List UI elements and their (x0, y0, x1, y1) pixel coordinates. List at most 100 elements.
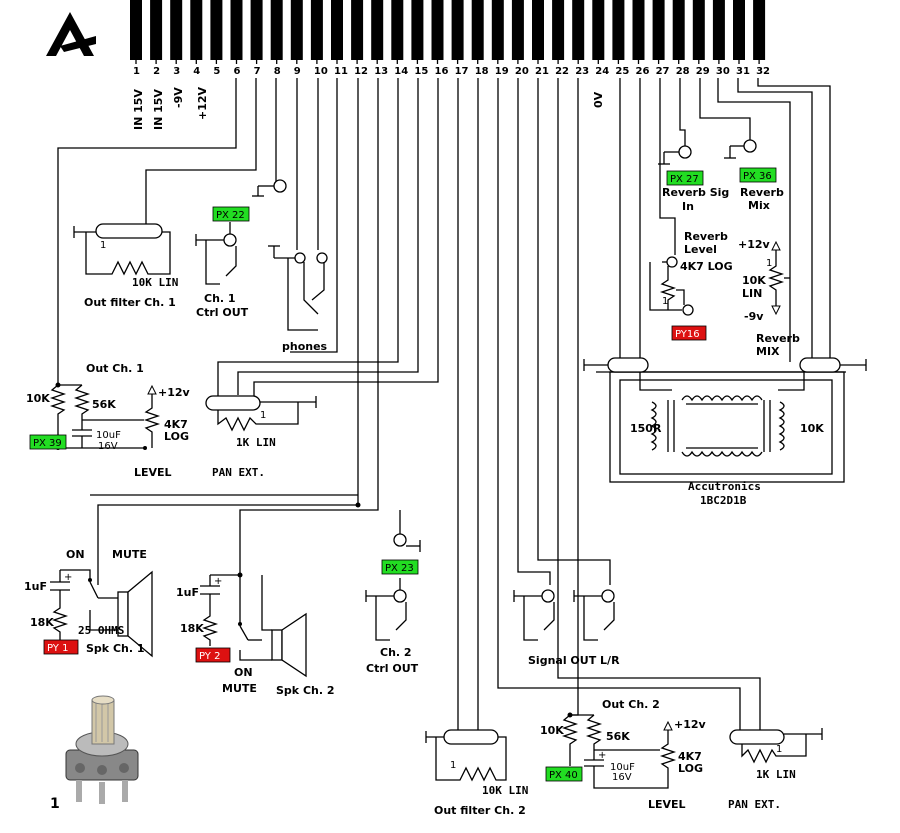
ch2-ctrl-out: Ch. 2 Ctrl OUT (365, 510, 421, 675)
tag-py1: PY 1 (43, 639, 79, 655)
out-ch1-label: Out Ch. 1 (86, 362, 144, 375)
speaker-ch2: + 1uF 18K ON MUTE Spk Ch. 2 (176, 574, 335, 697)
ch1-ctrl-out: Ch. 1 Ctrl OUT (195, 179, 287, 319)
connector-pin-14 (391, 0, 404, 60)
ch2-label: Ch. 2 (380, 646, 412, 659)
pin-number: 25 (615, 66, 629, 77)
pin-number: 5 (213, 66, 220, 77)
cap-10uf-2: 10uF (610, 762, 635, 773)
out-filter-ch2-label: Out filter Ch. 2 (434, 804, 526, 817)
on-2: ON (234, 666, 253, 679)
connector-pin-31 (733, 0, 745, 60)
pin-number: 9 (294, 66, 301, 77)
pin4-label: +12V (196, 86, 209, 120)
connector-pin-30 (712, 0, 725, 60)
lin-rm: LIN (742, 287, 762, 300)
pin-number: 3 (173, 66, 180, 77)
pan-ext-1: PAN EXT. (212, 466, 265, 479)
connector-pin-7 (250, 0, 263, 60)
pin-number: 18 (475, 66, 489, 77)
p12v-1: +12v (158, 386, 191, 399)
connector-pin-2 (150, 0, 163, 60)
connector-pin-17 (451, 0, 464, 60)
phones-jack[interactable]: phones (268, 245, 328, 353)
out-ch2-label: Out Ch. 2 (602, 698, 660, 711)
p12v-2: +12v (674, 718, 707, 731)
tag-label: PX 22 (216, 210, 245, 221)
pin-one-rm: 1 (766, 258, 772, 269)
reverb-level-label: Reverb (684, 230, 728, 243)
out-ch1-section: Out Ch. 1 10K 56K 10uF 16V +12v 4K7 LOG … (26, 362, 317, 479)
tag-label: PY 1 (47, 643, 68, 654)
tag-label: PY 2 (199, 651, 220, 662)
r-10k-tank: 10K (800, 422, 824, 435)
pin-number: 11 (334, 66, 348, 77)
pot-4k7-1: 4K7 (164, 418, 188, 431)
tag-label: PX 23 (385, 563, 414, 574)
pin-number: 1 (133, 66, 140, 77)
pin2-label: IN 15V (152, 89, 165, 130)
reverb-tank: 150R 10K Accutronics 1BC2D1B (583, 357, 867, 507)
reverb-mix-big: Reverb (756, 332, 800, 345)
pin-number: 15 (414, 66, 428, 77)
ch1-label: Ch. 1 (204, 292, 236, 305)
r-56k-2: 56K (606, 730, 630, 743)
pot-log-2: LOG (678, 762, 703, 775)
r-18k-2: 18K (180, 622, 204, 635)
connector-pin-13 (371, 0, 384, 60)
tag-label: PX 40 (549, 770, 578, 781)
connector-header (130, 0, 766, 64)
power-labels: IN 15V IN 15V -9V +12V 0V (132, 86, 605, 130)
connector-pin-32 (753, 0, 766, 60)
cap-16v-2: 16V (612, 772, 632, 783)
connector-pin-27 (652, 0, 665, 60)
r-18k-1: 18K (30, 616, 54, 629)
potentiometer-photo: 1 (50, 695, 139, 812)
pin-number: 26 (636, 66, 650, 77)
tag-py2: PY 2 (195, 647, 231, 663)
level-1: LEVEL (134, 466, 172, 479)
tag-px40: PX 40 (545, 766, 583, 782)
tag-label: PX 27 (670, 174, 699, 185)
pin-number: 27 (656, 66, 670, 77)
pin-number: 4 (193, 66, 200, 77)
reverb-mix-label: Reverb (740, 186, 784, 199)
reverb-sig-label: Reverb Sig (662, 186, 729, 199)
speaker-ohms: 25 OHMS (78, 624, 124, 637)
pin-number: 6 (234, 66, 241, 77)
pot-log-1: LOG (164, 430, 189, 443)
reverb-section: Reverb Sig In Reverb Mix Reverb Level 4K… (649, 139, 800, 358)
connector-pin-1 (130, 0, 142, 60)
pin-number: 30 (716, 66, 730, 77)
pin-number: 21 (535, 66, 549, 77)
svg-text:+: + (214, 576, 222, 587)
out-ch2-section: Out Ch. 2 10K 56K + 10uF 16V +12v 4K7 LO… (540, 698, 823, 811)
tag-px39: PX 39 (29, 434, 67, 450)
pin-number: 23 (575, 66, 589, 77)
connector-pin-25 (612, 0, 625, 60)
connector-pin-8 (270, 0, 283, 60)
signal-out-label: Signal OUT L/R (528, 654, 620, 667)
connector-pin-21 (532, 0, 544, 60)
wiring (57, 78, 846, 735)
m9v: -9v (744, 310, 764, 323)
pin-number: 22 (555, 66, 569, 77)
pin-one-pan2: 1 (776, 744, 782, 755)
tag-py16: PY16 (671, 325, 707, 341)
r-10k-2: 10K (540, 724, 564, 737)
connector-pin-15 (411, 0, 424, 60)
tag-px36: PX 36 (739, 167, 777, 183)
pot-10k-lin-1: 10K LIN (132, 276, 178, 289)
signal-out-jacks[interactable]: Signal OUT L/R (513, 589, 620, 667)
pin-number: 16 (435, 66, 449, 77)
mute-1: MUTE (112, 548, 147, 561)
level-2: LEVEL (648, 798, 686, 811)
cap-1uf-1: 1uF (24, 580, 47, 593)
pin3-label: -9V (172, 87, 185, 108)
connector-pin-18 (471, 0, 484, 60)
connector-pin-20 (511, 0, 524, 60)
out-filter-ch2: 1 10K LIN Out filter Ch. 2 (425, 729, 528, 817)
r-56k-1: 56K (92, 398, 116, 411)
speaker-ch1: ON MUTE + 1uF 18K 25 OHMS Spk Ch. 1 (24, 548, 153, 658)
reverb-sig-in-label: In (682, 200, 694, 213)
